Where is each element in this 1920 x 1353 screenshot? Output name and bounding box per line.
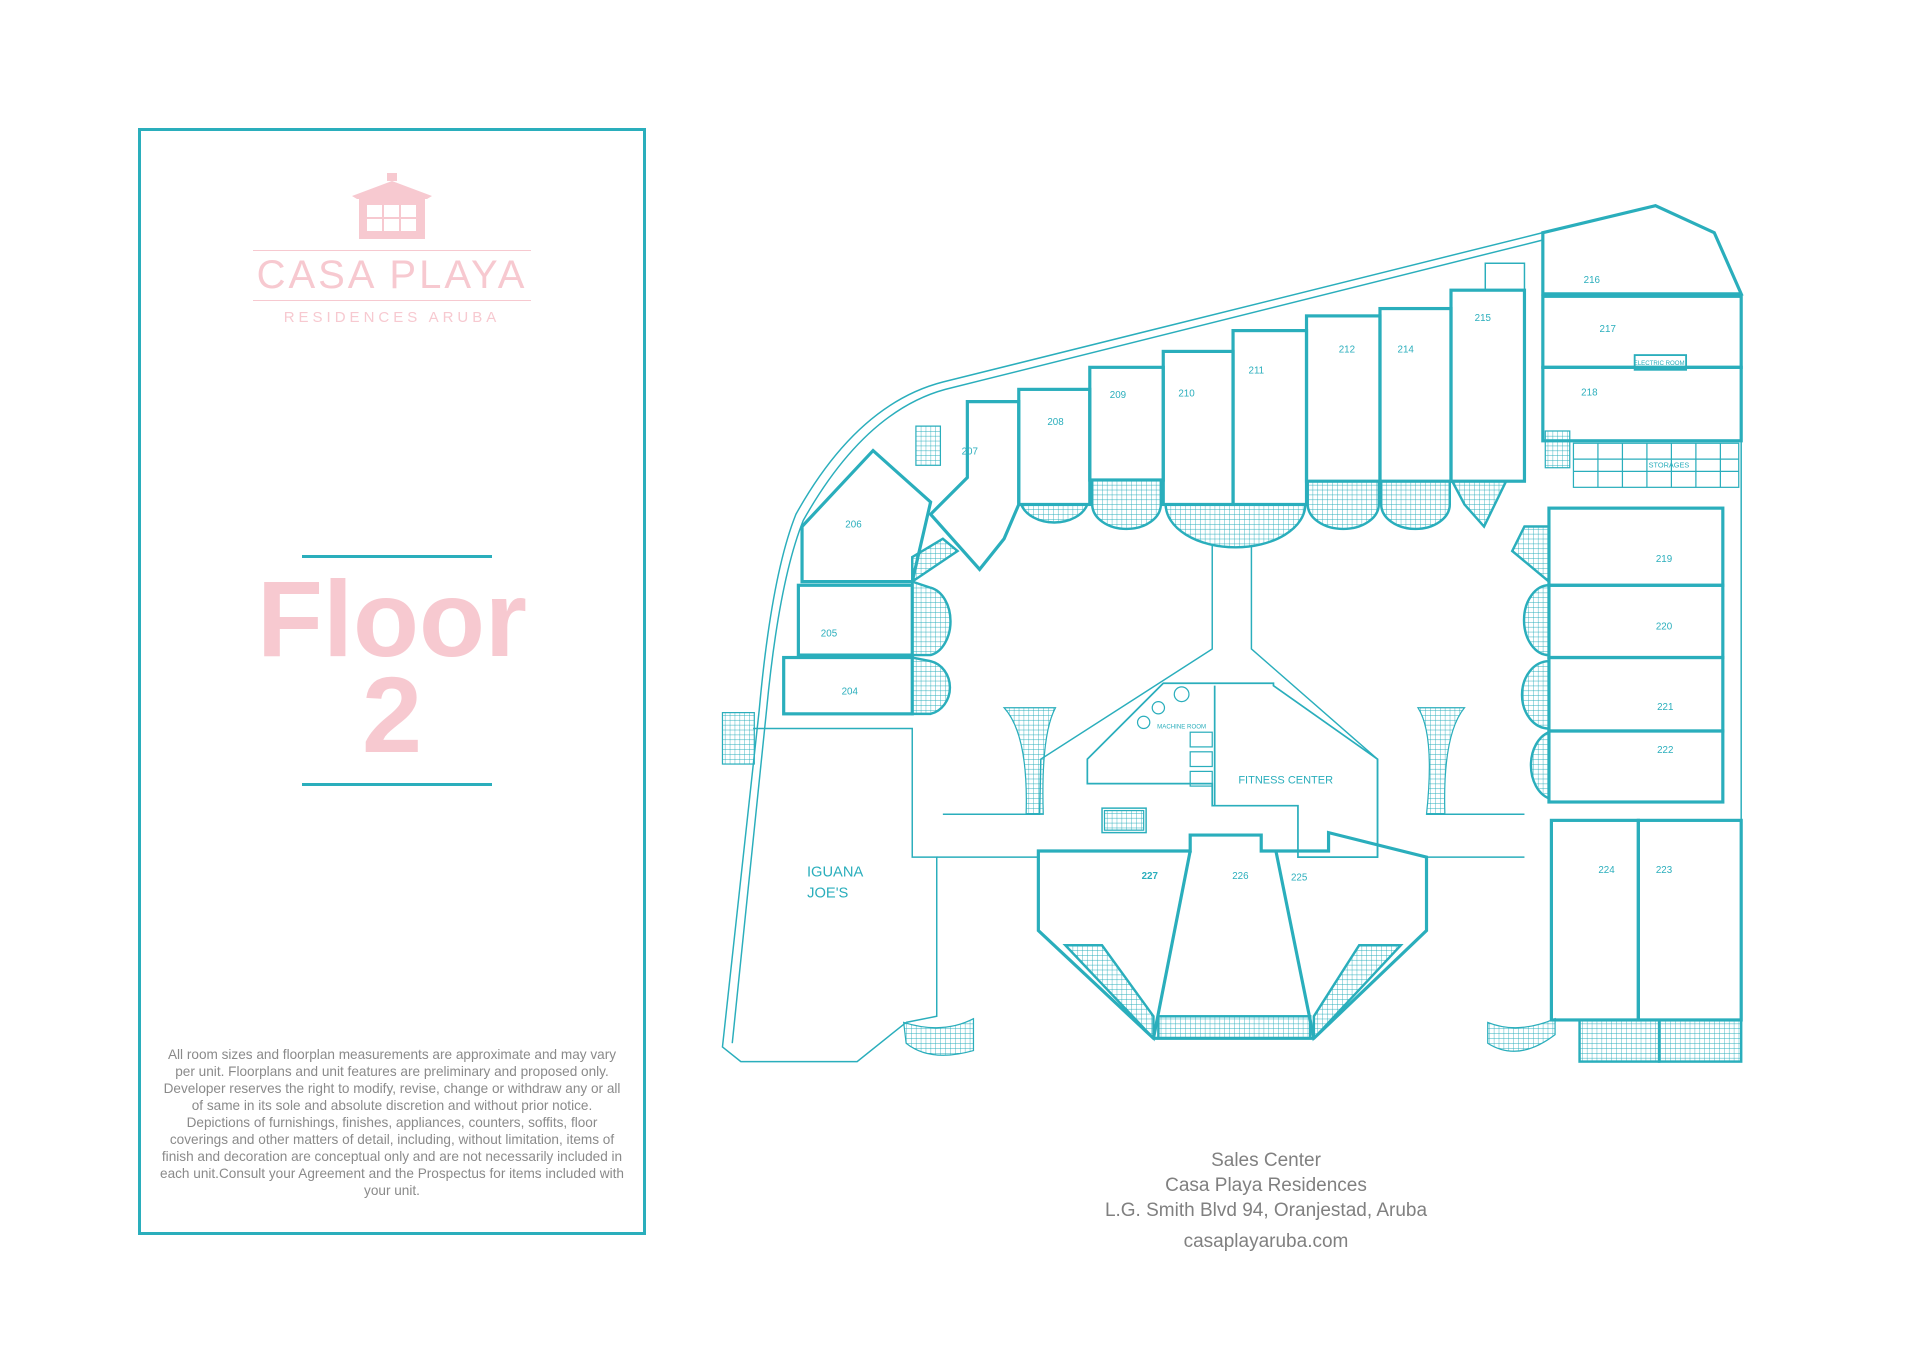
unit-207[interactable]: 207 bbox=[962, 446, 978, 457]
unit-221[interactable]: 221 bbox=[1657, 702, 1673, 713]
website-link[interactable]: casaplayaruba.com bbox=[1183, 1231, 1349, 1252]
brand-logo: CASA PLAYA RESIDENCES ARUBA bbox=[141, 171, 643, 326]
sales-center-contact: Sales Center Casa Playa Residences L.G. … bbox=[1066, 1148, 1466, 1254]
fitness-center-label: FITNESS CENTER bbox=[1238, 775, 1333, 787]
unit-223[interactable]: 223 bbox=[1656, 865, 1673, 876]
house-logo-icon bbox=[352, 173, 432, 239]
disclaimer-text: All room sizes and floorplan measurement… bbox=[160, 1047, 624, 1198]
unit-209[interactable]: 209 bbox=[1110, 390, 1126, 401]
contact-line-1: Sales Center bbox=[1211, 1150, 1321, 1171]
unit-216[interactable]: 216 bbox=[1584, 275, 1601, 286]
machine-room-label: MACHINE ROOM bbox=[1157, 724, 1206, 731]
unit-226[interactable]: 226 bbox=[1232, 871, 1249, 882]
unit-212[interactable]: 212 bbox=[1339, 345, 1355, 356]
unit-labels: 205 204 206 207 208 209 210 211 212 214 … bbox=[821, 275, 1674, 884]
unit-222[interactable]: 222 bbox=[1657, 745, 1673, 756]
unit-205[interactable]: 205 bbox=[821, 629, 838, 640]
unit-218[interactable]: 218 bbox=[1581, 387, 1598, 398]
unit-210[interactable]: 210 bbox=[1178, 389, 1195, 400]
unit-220[interactable]: 220 bbox=[1656, 621, 1673, 632]
divider-top bbox=[302, 555, 492, 558]
brand-subtitle: RESIDENCES ARUBA bbox=[283, 309, 501, 326]
floor-title: Floor 2 bbox=[141, 558, 643, 775]
unit-215[interactable]: 215 bbox=[1475, 313, 1492, 324]
unit-211[interactable]: 211 bbox=[1249, 365, 1265, 376]
floor-number: 2 bbox=[361, 654, 423, 775]
unit-214[interactable]: 214 bbox=[1398, 345, 1415, 356]
floor-word: Floor bbox=[257, 558, 527, 679]
unit-206[interactable]: 206 bbox=[845, 520, 862, 531]
storages-label: STORAGES bbox=[1649, 461, 1690, 470]
iguana-joes-label-2: JOE'S bbox=[807, 886, 848, 902]
unit-227[interactable]: 227 bbox=[1142, 871, 1159, 882]
contact-line-2: Casa Playa Residences bbox=[1165, 1175, 1367, 1196]
contact-address: L.G. Smith Blvd 94, Oranjestad, Aruba bbox=[1104, 1200, 1428, 1221]
unit-225[interactable]: 225 bbox=[1291, 872, 1308, 883]
iguana-joes-label-1: IGUANA bbox=[807, 865, 864, 881]
area-labels: ELECTRIC ROOM STORAGES MACHINE ROOM FITN… bbox=[807, 360, 1689, 902]
unit-219[interactable]: 219 bbox=[1656, 554, 1672, 565]
info-panel: CASA PLAYA RESIDENCES ARUBA Floor 2 All … bbox=[138, 128, 646, 1235]
divider-bottom bbox=[302, 783, 492, 786]
unit-224[interactable]: 224 bbox=[1598, 865, 1615, 876]
electric-room-label: ELECTRIC ROOM bbox=[1634, 360, 1685, 367]
brand-name: CASA PLAYA bbox=[252, 250, 532, 301]
unit-208[interactable]: 208 bbox=[1047, 417, 1064, 428]
unit-217[interactable]: 217 bbox=[1600, 324, 1616, 335]
unit-204[interactable]: 204 bbox=[842, 686, 859, 697]
